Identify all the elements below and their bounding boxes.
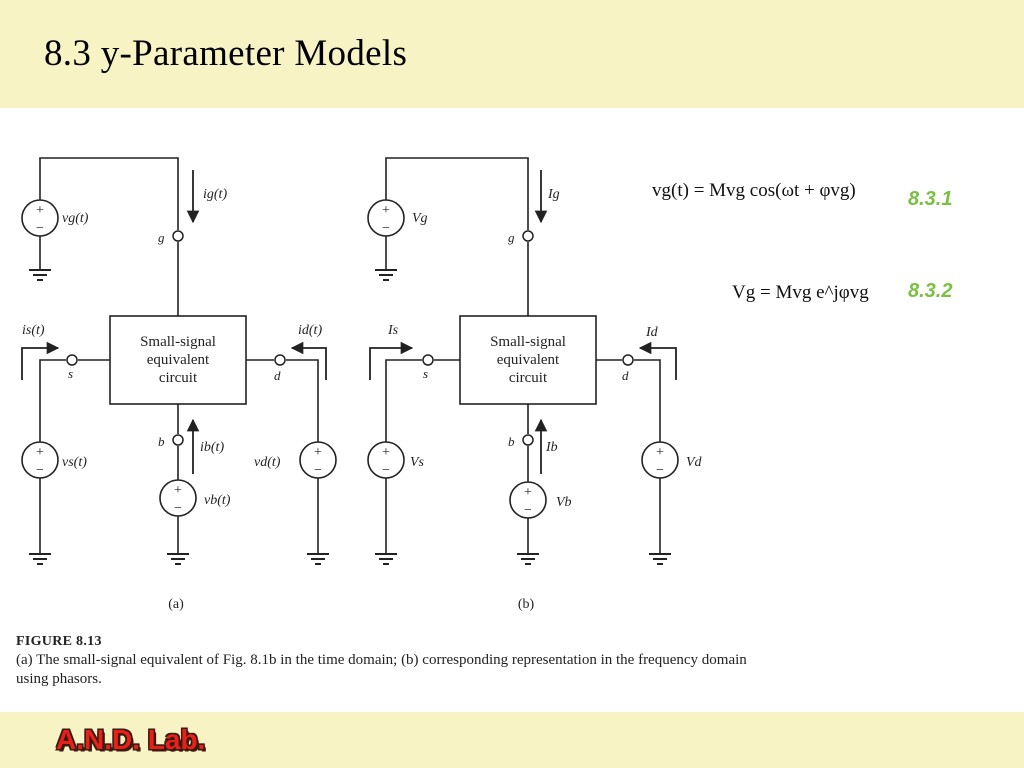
node-d-a: d: [274, 368, 281, 383]
label-Id: Id: [645, 325, 659, 340]
panel-a-label: (a): [168, 597, 184, 612]
svg-text:+: +: [36, 445, 44, 460]
svg-text:−: −: [36, 221, 44, 236]
svg-text:+: +: [382, 445, 390, 460]
label-ib-t: ib(t): [200, 440, 224, 455]
equation-number-8-3-2: 8.3.2: [908, 280, 953, 302]
label-id-t: id(t): [298, 323, 322, 338]
svg-text:−: −: [656, 463, 664, 478]
block-b-line-1: Small-signal: [490, 334, 566, 350]
svg-text:−: −: [174, 501, 182, 516]
svg-text:−: −: [382, 221, 390, 236]
svg-text:+: +: [174, 483, 182, 498]
caption-text: (a) The small-signal equivalent of Fig. …: [16, 652, 747, 687]
node-g-a: g: [158, 230, 165, 245]
svg-text:+: +: [36, 203, 44, 218]
svg-text:−: −: [382, 463, 390, 478]
node-g-b: g: [508, 230, 515, 245]
figure-caption: FIGURE 8.13 (a) The small-signal equival…: [16, 632, 776, 689]
node-s-b: s: [423, 366, 428, 381]
circuit-figure: + − + − + − + − + − + − + − + − Small-signal equ…: [21, 157, 703, 612]
node-b-a: b: [158, 434, 165, 449]
label-Vs: Vs: [410, 455, 425, 470]
label-vg-t: vg(t): [62, 211, 89, 226]
equation-8-3-2-rhs: Mvg e^jφvg: [775, 282, 869, 303]
equation-number-8-3-1: 8.3.1: [908, 188, 953, 210]
block-b-line-2: equivalent: [497, 352, 560, 368]
title-bar: 8.3 y-Parameter Models: [0, 0, 1024, 108]
svg-text:+: +: [656, 445, 664, 460]
equation-8-3-1: vg(t) = Mvg cos(ωt + φvg): [652, 180, 856, 201]
label-Ig: Ig: [547, 187, 560, 202]
node-s-a: s: [68, 366, 73, 381]
block-b-line-3: circuit: [509, 370, 548, 386]
label-Vg: Vg: [412, 211, 428, 226]
label-is-t: is(t): [22, 323, 45, 338]
svg-text:+: +: [382, 203, 390, 218]
label-vs-t: vs(t): [62, 455, 87, 470]
label-Is: Is: [387, 323, 399, 338]
equation-8-3-1-rhs: Mvg cos(ωt + φvg): [709, 180, 856, 201]
label-vb-t: vb(t): [204, 493, 231, 508]
footer-bar: A.N.D. Lab.: [0, 712, 1024, 768]
equation-8-3-2-lhs: Vg: [732, 282, 756, 303]
caption-title: FIGURE 8.13: [16, 634, 102, 649]
svg-text:+: +: [524, 485, 532, 500]
equation-8-3-1-lhs: vg(t): [652, 180, 689, 201]
node-d-b: d: [622, 368, 629, 383]
block-a-line-2: equivalent: [147, 352, 210, 368]
label-vd-t: vd(t): [254, 455, 281, 470]
label-Vb: Vb: [556, 495, 572, 510]
block-a-line-1: Small-signal: [140, 334, 216, 350]
svg-text:−: −: [36, 463, 44, 478]
block-a-line-3: circuit: [159, 370, 198, 386]
svg-text:+: +: [314, 445, 322, 460]
panel-b-label: (b): [518, 597, 535, 612]
equation-8-3-2: Vg = Mvg e^jφvg: [732, 282, 869, 303]
lab-logo: A.N.D. Lab.: [56, 724, 206, 755]
svg-text:−: −: [314, 463, 322, 478]
svg-text:−: −: [524, 503, 532, 518]
label-Vd: Vd: [686, 455, 703, 470]
label-ig-t: ig(t): [203, 187, 227, 202]
label-Ib: Ib: [545, 440, 558, 455]
slide-title: 8.3 y-Parameter Models: [44, 33, 408, 74]
node-b-b: b: [508, 434, 515, 449]
